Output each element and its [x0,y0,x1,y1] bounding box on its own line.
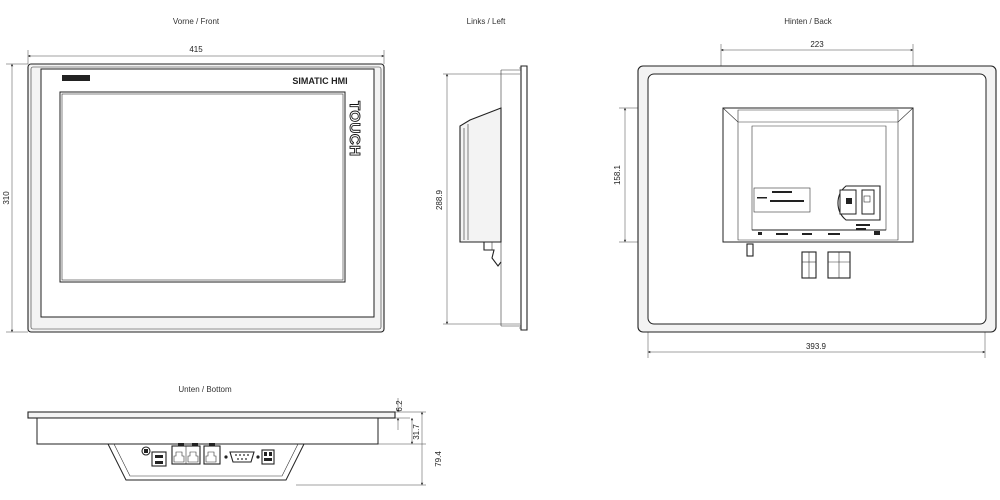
back-view-title: Hinten / Back [784,17,833,26]
front-width-label: 415 [189,45,203,54]
front-width-dimension: 415 [27,45,385,64]
back-cutout-width-label: 223 [810,40,824,49]
bottom-ground-port [141,446,151,456]
bottom-usb-ports [151,451,167,467]
front-screen-inner [61,93,344,281]
back-rating-label [753,187,811,213]
touch-label: TOUCH [346,101,363,157]
back-cutout-height-label: 158.1 [613,164,622,185]
bottom-ethernet-port-single [203,443,221,465]
left-view-title: Links / Left [467,17,506,26]
bottom-bezel-label: 6.2 [395,400,404,412]
front-height-label: 310 [2,191,11,205]
front-view-title: Vorne / Front [173,17,220,26]
front-bezel-inner-edge [30,66,382,330]
back-port-strip [758,224,880,235]
left-mounting-clamp [483,242,502,267]
back-outer-width-dimension: 393.9 [647,332,986,358]
brand-label: SIMATIC HMI [292,76,347,86]
front-height-dimension: 310 [2,63,28,333]
bottom-view-title: Unten / Bottom [178,385,232,394]
bottom-power-connector [261,449,275,465]
bottom-total-label: 79.4 [434,451,443,467]
back-housing [722,107,914,243]
bottom-front-plate [27,411,396,419]
bottom-housing-label: 31.7 [412,424,421,440]
bottom-view: Unten / Bottom 6.2 31.7 79.4 [27,385,443,486]
bottom-housing [36,417,379,445]
front-view: Vorne / Front 415 310 SIMATIC HMI TOUCH [2,17,385,333]
front-screen [59,91,346,283]
left-front-plate [520,65,528,331]
back-terminal-block [827,251,851,279]
bottom-dimensions: 6.2 31.7 79.4 [296,398,443,486]
back-view: Hinten / Back 223 158.1 393.9 [613,17,997,358]
back-outer-width-label: 393.9 [806,342,827,351]
left-depth-dimension: 288.9 [435,73,520,325]
back-usb-connector [746,243,754,257]
bottom-ethernet-ports [171,443,201,465]
bottom-serial-port [224,451,260,463]
back-power-terminal [801,251,817,279]
left-view: Links / Left 288.9 [435,17,528,331]
siemens-logo [62,75,90,81]
left-depth-label: 288.9 [435,189,444,210]
left-housing [459,107,502,243]
